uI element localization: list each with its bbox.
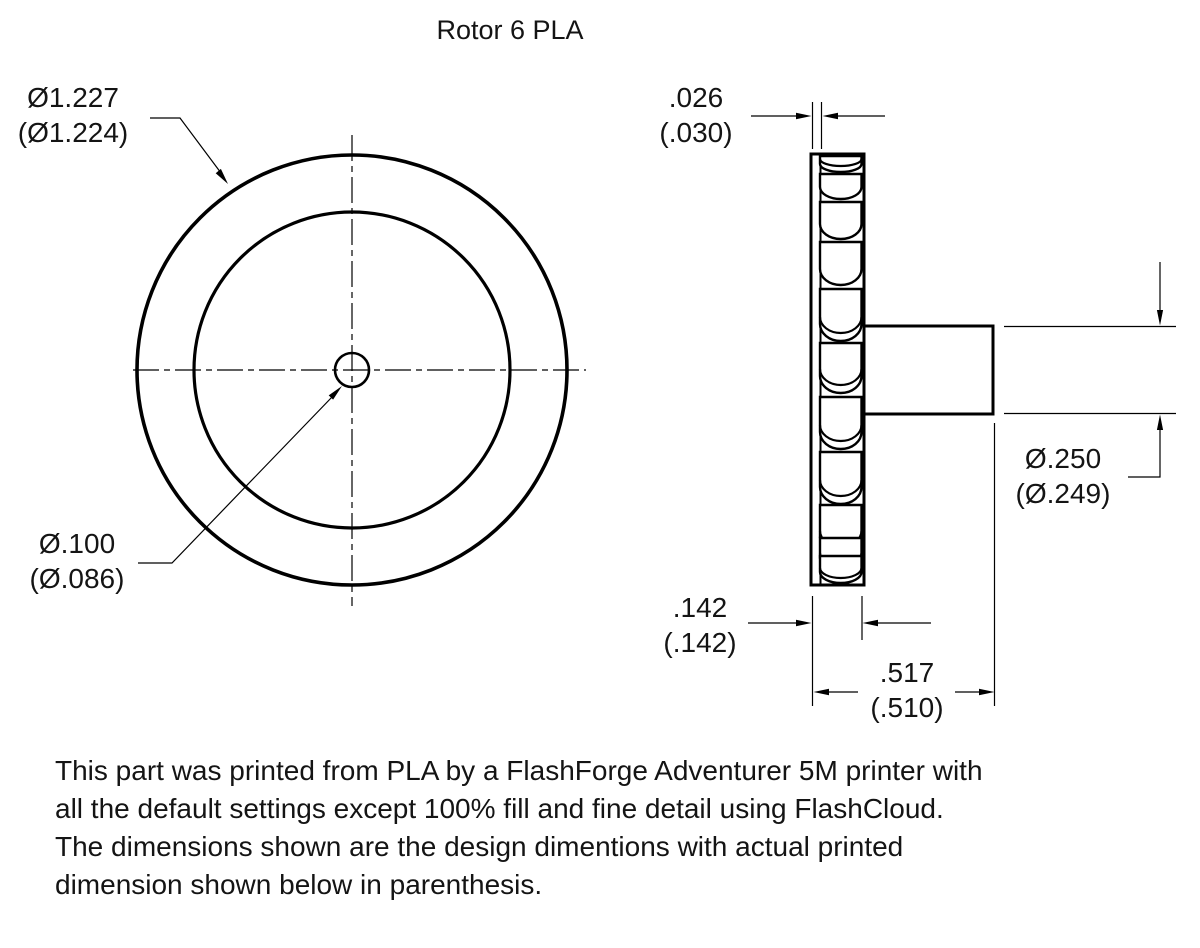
shaft-diameter-printed: (Ø.249) — [1015, 478, 1111, 509]
outer-diameter-design: Ø1.227 — [27, 82, 119, 113]
overall-width-dimension-lines — [813, 423, 996, 706]
shaft-diameter-dimension-lines — [1004, 262, 1176, 478]
outer-diameter-printed: (Ø1.224) — [17, 117, 129, 148]
print-notes-line-3: The dimensions shown are the design dime… — [55, 831, 904, 862]
drawing-title: Rotor 6 PLA — [436, 15, 584, 45]
hole-diameter-label: Ø.100 (Ø.086) — [6, 526, 148, 596]
hole-diameter-leader — [138, 386, 342, 564]
blade-scallops — [818, 154, 863, 585]
hub-width-design: .142 — [672, 592, 728, 623]
overall-width-design: .517 — [879, 657, 935, 688]
blade-thickness-design: .026 — [668, 82, 724, 113]
outer-diameter-label: Ø1.227 (Ø1.224) — [2, 80, 144, 150]
overall-width-printed: (.510) — [870, 692, 944, 723]
outer-diameter-leader — [150, 117, 228, 184]
print-notes-line-4: dimension shown below in parenthesis. — [55, 869, 543, 900]
hub-width-label: .142 (.142) — [629, 590, 771, 660]
hole-diameter-design: Ø.100 — [38, 528, 116, 559]
leader-arrowhead — [328, 386, 342, 400]
hub-width-dimension-lines — [748, 596, 931, 706]
shaft-diameter-design: Ø.250 — [1024, 443, 1102, 474]
shaft-diameter-label: Ø.250 (Ø.249) — [992, 441, 1134, 511]
print-notes: This part was printed from PLA by a Flas… — [55, 752, 983, 904]
side-view — [809, 152, 995, 587]
hole-diameter-printed: (Ø.086) — [29, 563, 125, 594]
leader-arrowhead — [215, 168, 228, 184]
shaft-outline — [862, 324, 995, 416]
blade-thickness-label: .026 (.030) — [625, 80, 767, 150]
hub-width-printed: (.142) — [663, 627, 737, 658]
print-notes-line-1: This part was printed from PLA by a Flas… — [55, 755, 983, 786]
front-view — [133, 117, 586, 606]
blade-thickness-dimension-lines — [751, 102, 885, 149]
print-notes-line-2: all the default settings except 100% fil… — [55, 793, 944, 824]
overall-width-label: .517 (.510) — [836, 655, 978, 725]
blade-thickness-printed: (.030) — [659, 117, 733, 148]
